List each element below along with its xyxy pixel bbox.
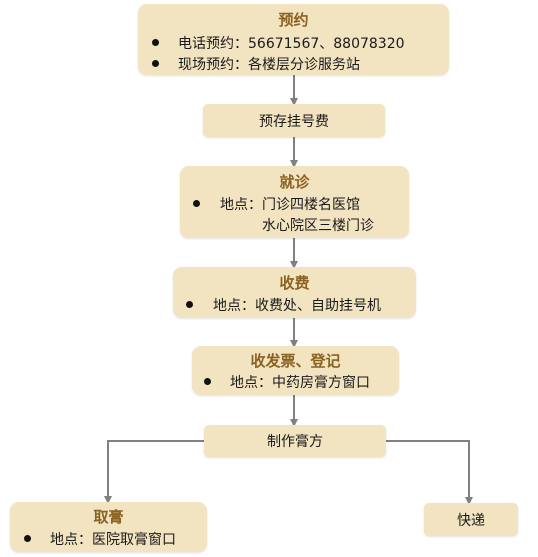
step-charge: 收费 地点：收费处、自助挂号机	[173, 267, 416, 318]
arrow-make-to-express	[386, 440, 473, 505]
step-reserve-title: 预约	[278, 11, 309, 29]
step-express: 快递	[424, 503, 518, 536]
bullet-icon	[204, 378, 211, 385]
reserve-item-phone: 电话预约：56671567、88078320	[178, 36, 405, 52]
reserve-item-onsite: 现场预约：各楼层分诊服务站	[178, 57, 360, 73]
bullet-icon	[152, 60, 159, 67]
step-express-label: 快递	[457, 512, 485, 529]
step-charge-title: 收费	[279, 274, 310, 292]
bullet-icon	[152, 39, 159, 46]
charge-item-location: 地点：收费处、自助挂号机	[213, 298, 381, 314]
step-reserve: 预约 电话预约：56671567、88078320 现场预约：各楼层分诊服务站	[138, 4, 449, 75]
step-visit: 就诊 地点：门诊四楼名医馆 水心院区三楼门诊	[180, 166, 409, 238]
step-pickup: 取膏 地点：医院取膏窗口	[10, 502, 207, 552]
step-prepay: 预存挂号费	[203, 104, 385, 137]
step-pickup-title: 取膏	[93, 508, 124, 526]
bullet-icon	[186, 301, 193, 308]
arrow-make-to-pickup	[104, 440, 204, 504]
invoice-item-location: 地点：中药房膏方窗口	[230, 375, 370, 391]
bullet-icon	[193, 200, 200, 207]
step-make-label: 制作膏方	[267, 434, 323, 450]
visit-item-location: 地点：门诊四楼名医馆	[220, 197, 360, 213]
bullet-icon	[24, 535, 31, 542]
step-invoice-title: 收发票、登记	[250, 352, 341, 370]
visit-item-location-2: 水心院区三楼门诊	[262, 218, 374, 234]
step-visit-title: 就诊	[279, 173, 310, 191]
step-prepay-label: 预存挂号费	[259, 113, 329, 130]
step-make: 制作膏方	[204, 425, 386, 457]
pickup-item-location: 地点：医院取膏窗口	[50, 532, 176, 548]
step-invoice: 收发票、登记 地点：中药房膏方窗口	[192, 346, 399, 395]
